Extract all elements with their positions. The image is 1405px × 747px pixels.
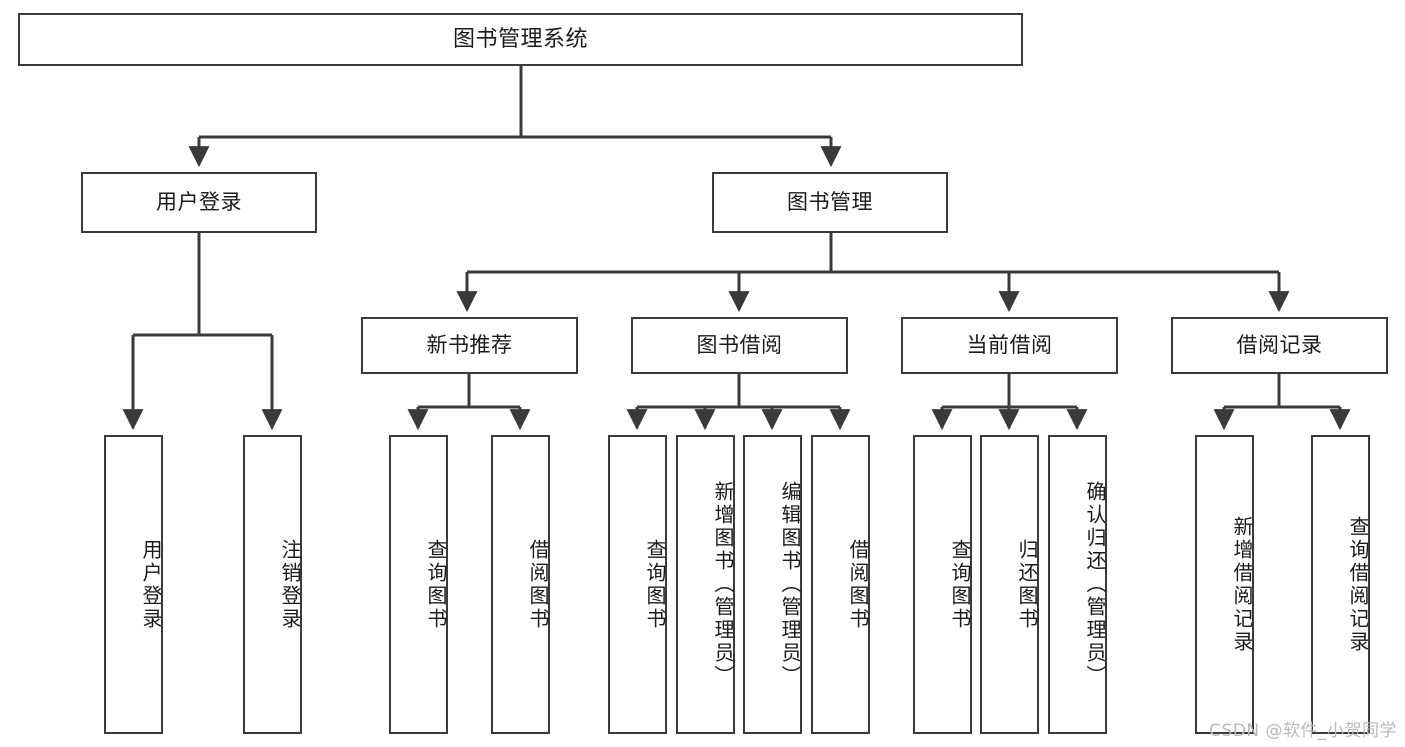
node-label: 用户登录 bbox=[156, 190, 242, 215]
node-label: 查询图书 bbox=[424, 538, 448, 631]
csdn-watermark: CSDN @软件_小贺同学 bbox=[1209, 721, 1397, 741]
node-label: 用户登录 bbox=[139, 538, 163, 631]
leaf-current-borrow-confirm-return-admin[interactable]: 确认归还（管理员） bbox=[1048, 435, 1107, 734]
leaf-user-login-login[interactable]: 用户登录 bbox=[104, 435, 163, 734]
node-label: 归还图书 bbox=[1015, 538, 1039, 631]
node-label: 查询借阅记录 bbox=[1346, 515, 1370, 654]
node-new-book-recommend[interactable]: 新书推荐 bbox=[361, 317, 578, 374]
node-label: 新书推荐 bbox=[426, 333, 513, 358]
leaf-new-book-borrow-book[interactable]: 借阅图书 bbox=[491, 435, 550, 734]
leaf-borrow-record-query-record[interactable]: 查询借阅记录 bbox=[1311, 435, 1370, 734]
node-label: 查询图书 bbox=[948, 538, 972, 631]
leaf-book-borrow-query-book[interactable]: 查询图书 bbox=[608, 435, 667, 734]
node-label: 新增借阅记录 bbox=[1230, 515, 1254, 654]
node-root-book-management-system[interactable]: 图书管理系统 bbox=[18, 13, 1023, 66]
leaf-current-borrow-return-book[interactable]: 归还图书 bbox=[980, 435, 1039, 734]
leaf-user-login-logout[interactable]: 注销登录 bbox=[243, 435, 302, 734]
node-label: 图书管理 bbox=[787, 190, 873, 215]
node-user-login[interactable]: 用户登录 bbox=[81, 172, 317, 233]
node-label: 借阅记录 bbox=[1236, 333, 1323, 358]
leaf-book-borrow-borrow-book[interactable]: 借阅图书 bbox=[811, 435, 870, 734]
node-label: 确认归还（管理员） bbox=[1083, 481, 1107, 688]
leaf-book-borrow-edit-book-admin[interactable]: 编辑图书（管理员） bbox=[743, 435, 802, 734]
node-borrow-record[interactable]: 借阅记录 bbox=[1171, 317, 1388, 374]
node-label: 借阅图书 bbox=[526, 538, 550, 631]
node-book-borrow[interactable]: 图书借阅 bbox=[631, 317, 848, 374]
node-label: 查询图书 bbox=[643, 538, 667, 631]
node-label: 图书借阅 bbox=[696, 333, 783, 358]
leaf-current-borrow-query-book[interactable]: 查询图书 bbox=[913, 435, 972, 734]
node-book-management[interactable]: 图书管理 bbox=[712, 172, 948, 233]
node-current-borrow[interactable]: 当前借阅 bbox=[901, 317, 1118, 374]
node-label: 图书管理系统 bbox=[452, 26, 588, 52]
leaf-new-book-query-book[interactable]: 查询图书 bbox=[389, 435, 448, 734]
node-label: 当前借阅 bbox=[966, 333, 1053, 358]
leaf-borrow-record-add-record[interactable]: 新增借阅记录 bbox=[1195, 435, 1254, 734]
node-label: 编辑图书（管理员） bbox=[778, 481, 802, 688]
leaf-book-borrow-add-book-admin[interactable]: 新增图书（管理员） bbox=[676, 435, 735, 734]
node-label: 借阅图书 bbox=[846, 538, 870, 631]
node-label: 新增图书（管理员） bbox=[711, 481, 735, 688]
node-label: 注销登录 bbox=[278, 538, 302, 631]
